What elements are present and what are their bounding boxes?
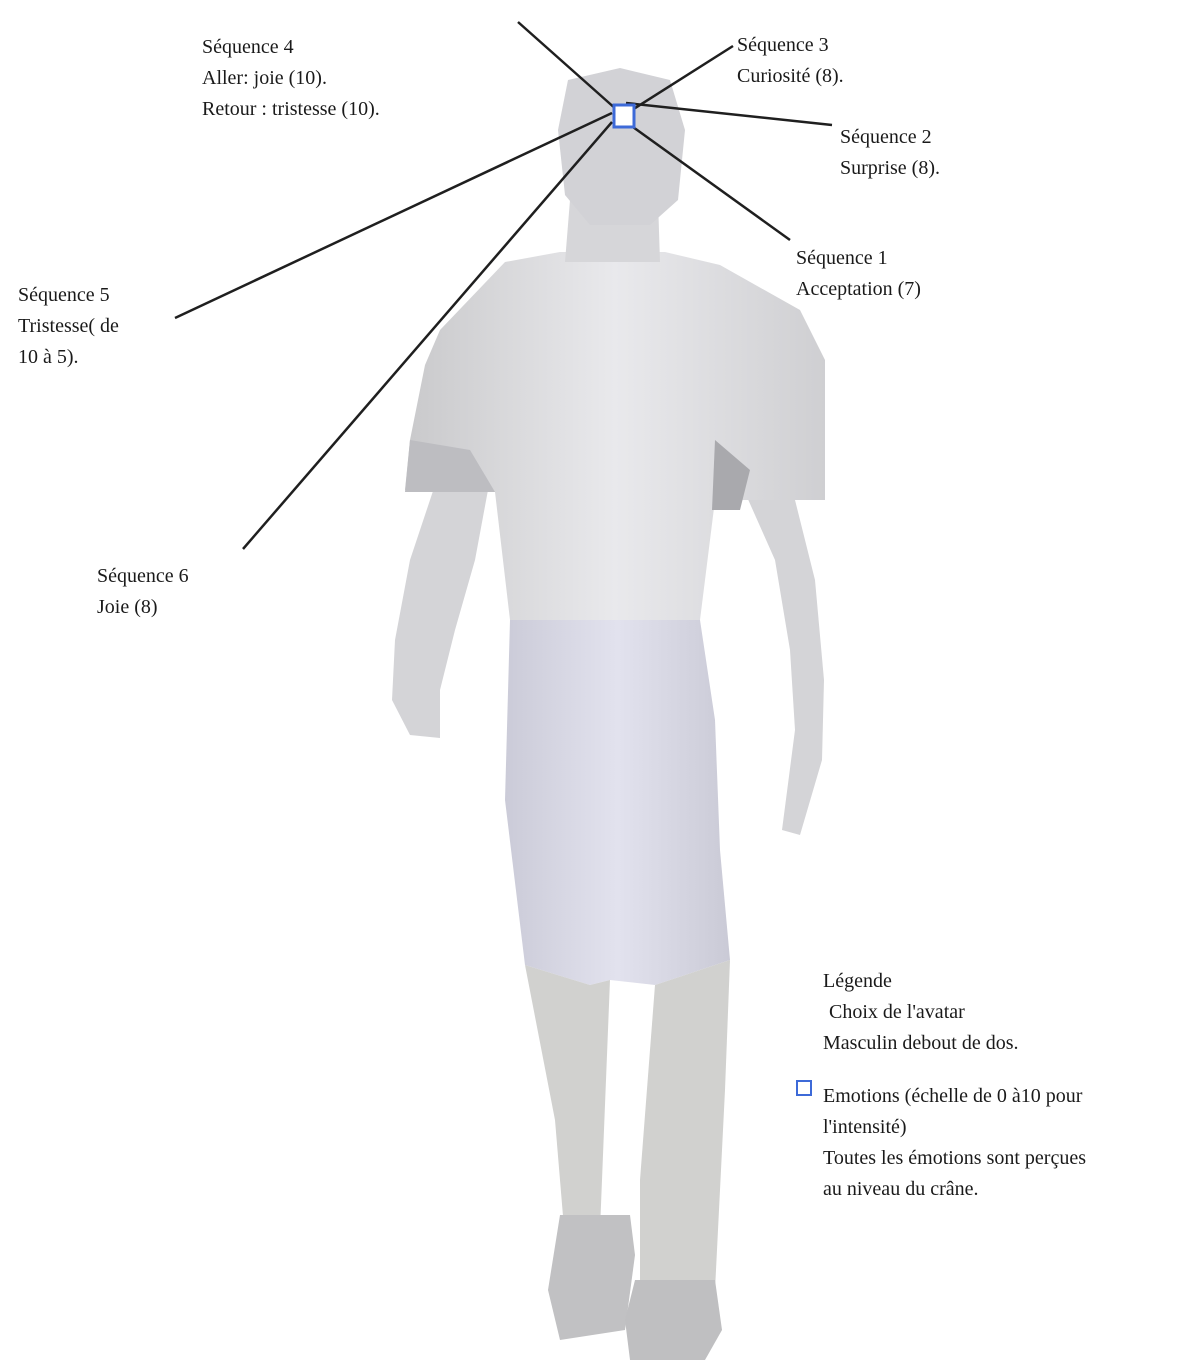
sequence-1-emotion: Acceptation (7) bbox=[796, 274, 921, 305]
sequence-2-label: Séquence 2 Surprise (8). bbox=[840, 122, 940, 184]
legend-emotions-line4: au niveau du crâne. bbox=[823, 1174, 1086, 1205]
legend: Légende Choix de l'avatar Masculin debou… bbox=[823, 966, 1086, 1205]
emotion-marker bbox=[614, 105, 634, 127]
legend-emotions-line1: Emotions (échelle de 0 à10 pour bbox=[823, 1081, 1086, 1112]
sequence-4-title: Séquence 4 bbox=[202, 32, 380, 63]
legend-avatar-desc: Masculin debout de dos. bbox=[823, 1028, 1086, 1059]
sequence-6-title: Séquence 6 bbox=[97, 561, 189, 592]
sequence-3-label: Séquence 3 Curiosité (8). bbox=[737, 30, 844, 92]
sequence-6-emotion: Joie (8) bbox=[97, 592, 189, 623]
sequence-5-title: Séquence 5 bbox=[18, 280, 119, 311]
avatar-figure bbox=[392, 68, 825, 1360]
sequence-4-label: Séquence 4 Aller: joie (10). Retour : tr… bbox=[202, 32, 380, 125]
sequence-1-label: Séquence 1 Acceptation (7) bbox=[796, 243, 921, 305]
legend-emotions-line2: l'intensité) bbox=[823, 1112, 1086, 1143]
sequence-5-emotion-range: 10 à 5). bbox=[18, 342, 119, 373]
legend-emotion-marker-icon bbox=[796, 1080, 812, 1096]
sequence-4-emotion-aller: Aller: joie (10). bbox=[202, 63, 380, 94]
sequence-5-label: Séquence 5 Tristesse( de 10 à 5). bbox=[18, 280, 119, 373]
legend-avatar-choice: Choix de l'avatar bbox=[823, 997, 1086, 1028]
sequence-5-emotion: Tristesse( de bbox=[18, 311, 119, 342]
sequence-4-emotion-retour: Retour : tristesse (10). bbox=[202, 94, 380, 125]
sequence-3-emotion: Curiosité (8). bbox=[737, 61, 844, 92]
sequence-1-title: Séquence 1 bbox=[796, 243, 921, 274]
sequence-3-title: Séquence 3 bbox=[737, 30, 844, 61]
legend-emotions-line3: Toutes les émotions sont perçues bbox=[823, 1143, 1086, 1174]
legend-title: Légende bbox=[823, 966, 1086, 997]
sequence-2-emotion: Surprise (8). bbox=[840, 153, 940, 184]
sequence-6-label: Séquence 6 Joie (8) bbox=[97, 561, 189, 623]
sequence-2-title: Séquence 2 bbox=[840, 122, 940, 153]
